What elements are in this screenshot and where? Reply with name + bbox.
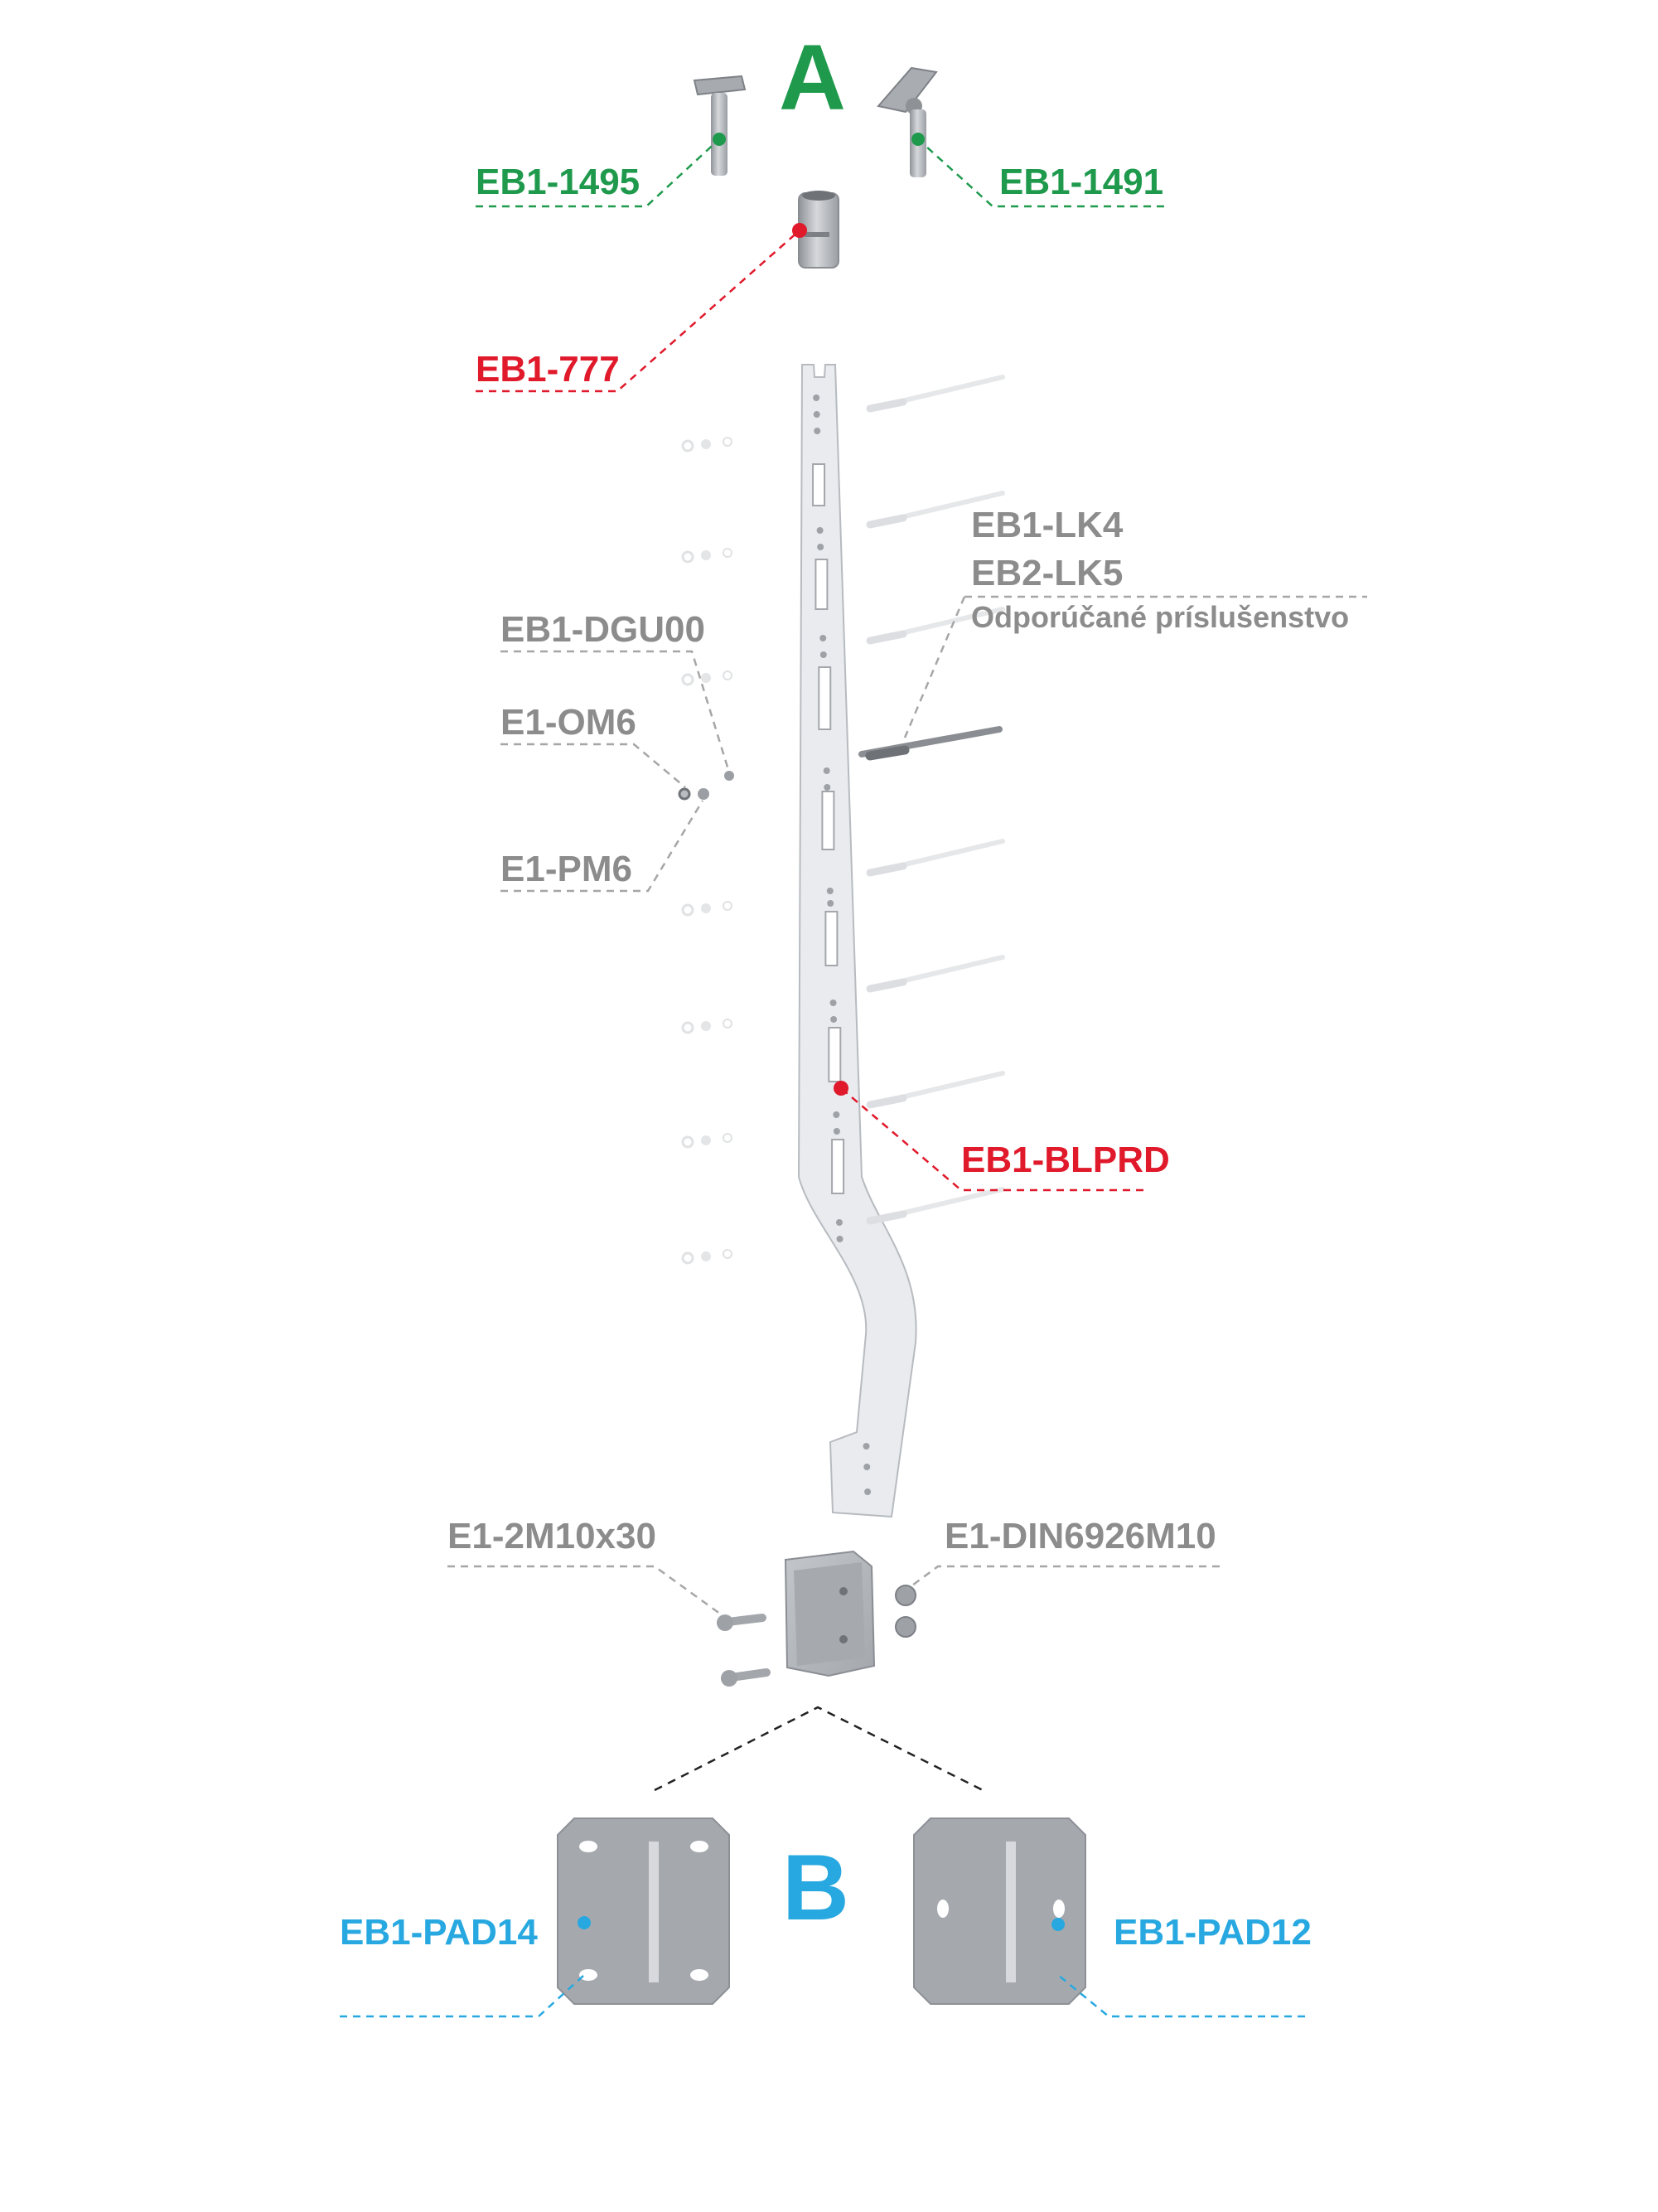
post-slot: [828, 1027, 842, 1082]
handrail-holder-flat-part: [693, 75, 747, 176]
post-slot: [821, 791, 835, 850]
group-b-letter: B: [782, 1836, 849, 1939]
post-slot: [812, 463, 826, 506]
hex-bolts: [717, 1614, 771, 1687]
post-hole: [826, 888, 834, 894]
post-hole: [830, 1016, 838, 1023]
tensioner-fitting: [866, 1210, 907, 1225]
post-hole: [824, 784, 831, 791]
tensioner-fitting: [866, 398, 907, 413]
ghost-nut: [701, 1251, 711, 1261]
ghost-nut: [701, 550, 711, 560]
label-eb2-lk5: EB2-LK5: [971, 553, 1124, 593]
label-recommended-accessories: Odporúčané príslušenstvo: [971, 600, 1350, 634]
tube-adapter-part: [798, 191, 839, 269]
post-slot: [818, 666, 832, 730]
tensioner-fitting: [866, 1094, 907, 1109]
post-hole: [813, 394, 820, 401]
ghost-cap: [723, 1019, 732, 1029]
ghost-nut: [701, 673, 711, 683]
post-hole: [835, 1219, 843, 1226]
post-holes: [813, 394, 872, 1495]
post-hole: [827, 900, 834, 907]
tensioner-fitting: [866, 630, 907, 645]
post-hole: [823, 767, 830, 774]
post-hole: [819, 635, 827, 641]
label-eb1-1491: EB1-1491: [999, 162, 1164, 202]
post-hole: [833, 1111, 840, 1118]
ghost-cap: [723, 1249, 732, 1259]
post-hole: [863, 1443, 870, 1450]
ghost-cap: [723, 437, 732, 447]
highlighted-tensioner-part: [858, 726, 1003, 761]
post-hole: [819, 651, 827, 658]
post-hole: [817, 544, 824, 550]
callout-lines: [340, 138, 1367, 2018]
tensioner-fitting: [866, 862, 907, 877]
label-eb1-dgu00: EB1-DGU00: [500, 609, 705, 650]
post-slot: [831, 1139, 845, 1194]
label-e1-din6926m10: E1-DIN6926M10: [945, 1516, 1216, 1556]
label-eb1-blprd: EB1-BLPRD: [961, 1140, 1170, 1180]
ghost-washer: [681, 1135, 694, 1149]
cable-tensioners: [866, 375, 1005, 1225]
ghost-washer: [681, 673, 694, 686]
handrail-holder-adjustable-part: [877, 66, 938, 177]
ghost-washer: [681, 439, 694, 453]
post-hole: [833, 1128, 840, 1135]
label-eb1-pad14: EB1-PAD14: [340, 1912, 538, 1953]
label-eb1-777: EB1-777: [476, 349, 620, 390]
base-holder-part: [784, 1550, 876, 1677]
tensioner-fitting: [866, 978, 907, 993]
highlighted-screw-set: [678, 771, 734, 801]
label-e1-2m10x30: E1-2M10x30: [447, 1516, 656, 1556]
label-e1-pm6: E1-PM6: [500, 849, 632, 889]
ghosted-screw-sets: [681, 437, 732, 1265]
base-plate-pad14-part: [557, 1818, 730, 2005]
ghost-washer: [681, 1251, 694, 1265]
baluster-post-part: [797, 364, 917, 1518]
ghost-nut: [701, 1021, 711, 1031]
post-hole: [813, 411, 820, 418]
ghost-cap: [723, 901, 732, 911]
base-plate-pad12-part: [913, 1818, 1086, 2005]
label-eb1-1495: EB1-1495: [476, 162, 640, 202]
post-slots: [812, 463, 845, 1194]
ghost-washer: [681, 550, 694, 564]
callout-dots: [578, 133, 1065, 1931]
ghost-cap: [723, 1133, 732, 1143]
tensioner-fitting: [866, 514, 907, 529]
ghost-nut: [701, 439, 711, 449]
post-hole: [836, 1236, 844, 1242]
ghost-washer: [681, 1021, 694, 1034]
label-e1-om6: E1-OM6: [500, 702, 636, 743]
label-eb1-pad12: EB1-PAD12: [1114, 1912, 1312, 1953]
post-hole: [816, 527, 824, 534]
ghost-nut: [701, 903, 711, 913]
ghost-washer: [681, 903, 694, 917]
post-slot: [824, 911, 839, 966]
group-a-letter: A: [779, 26, 846, 129]
ghost-cap: [723, 548, 732, 558]
ghost-nut: [701, 1135, 711, 1145]
post-hole: [814, 428, 821, 434]
post-hole: [864, 1488, 872, 1495]
post-hole: [829, 1000, 837, 1006]
post-slot: [814, 559, 829, 610]
label-eb1-lk4: EB1-LK4: [971, 505, 1124, 545]
cap-nuts: [895, 1585, 916, 1638]
post-hole: [863, 1464, 871, 1470]
ghost-cap: [723, 670, 732, 680]
